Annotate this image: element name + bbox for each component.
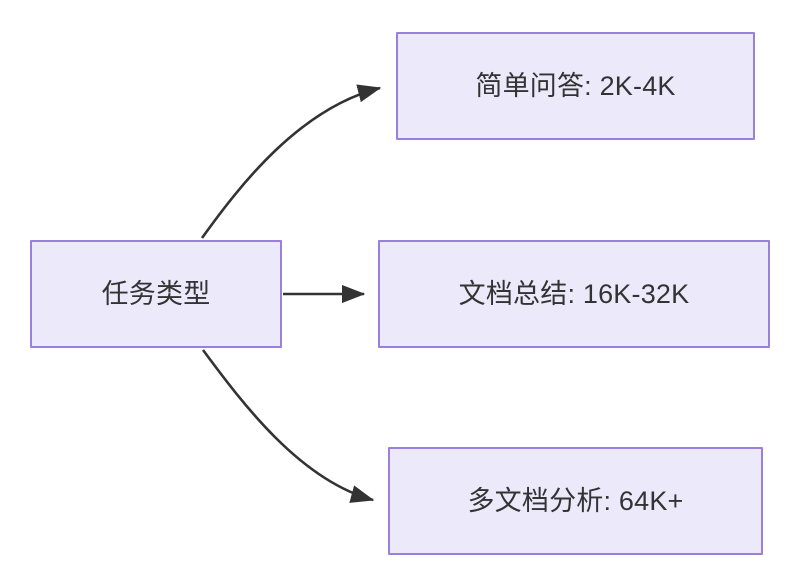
node-label: 简单问答: 2K-4K <box>475 70 676 101</box>
node-label: 文档总结: 16K-32K <box>458 278 690 309</box>
edge-source-to-multidoc <box>201 349 375 503</box>
edge-source-to-simple <box>200 84 382 239</box>
node-multi-doc-analysis[interactable]: 多文档分析: 64K+ <box>388 447 763 555</box>
node-doc-summary[interactable]: 文档总结: 16K-32K <box>378 240 770 348</box>
node-label: 多文档分析: 64K+ <box>467 485 684 516</box>
node-simple-qa[interactable]: 简单问答: 2K-4K <box>396 32 755 140</box>
node-task-type[interactable]: 任务类型 <box>30 240 282 348</box>
node-label: 任务类型 <box>101 278 211 309</box>
